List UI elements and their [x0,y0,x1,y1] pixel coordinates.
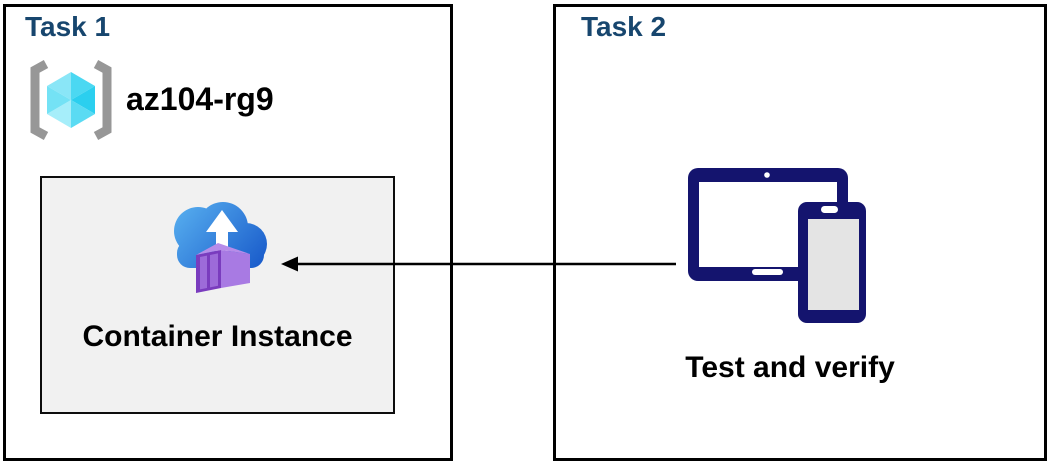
tablet-home-button [752,269,783,275]
upload-arrow-icon [206,210,238,258]
bracket-left [30,60,49,140]
phone-speaker [821,206,838,213]
bracket-right [93,60,112,140]
connector-arrow [281,256,676,272]
devices-icon [688,168,866,323]
resource-group-name: az104-rg9 [126,81,274,117]
container-instance-label: Container Instance [82,320,353,353]
task2-title: Task 2 [581,11,667,42]
test-and-verify-label: Test and verify [685,351,895,384]
tablet-camera-dot [764,172,770,178]
phone-screen [808,219,859,310]
resource-group-icon [30,60,112,140]
task1-title: Task 1 [25,11,111,42]
container-instance-icon [174,202,267,293]
arrowhead-left-icon [281,256,298,272]
cube-icon [47,72,95,128]
container-cube [196,243,250,293]
phone-icon [798,202,866,323]
